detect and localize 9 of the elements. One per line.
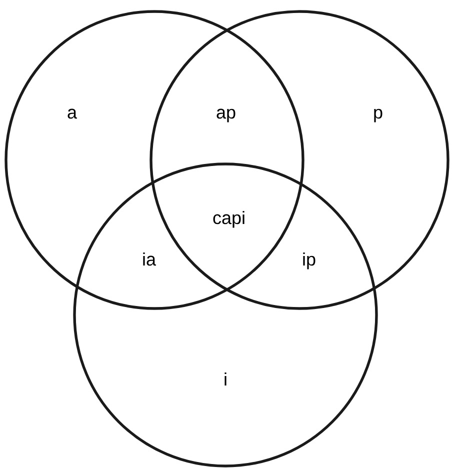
region-label: capi [213, 210, 244, 228]
region-label: ia [143, 252, 156, 266]
region-label: ap [216, 108, 236, 122]
set-label: p [374, 108, 382, 122]
set-label: a [68, 108, 77, 119]
set-label: i [224, 372, 226, 386]
set-circle [73, 162, 378, 468]
region-label: ip [303, 252, 316, 270]
set-circle [4, 10, 304, 310]
